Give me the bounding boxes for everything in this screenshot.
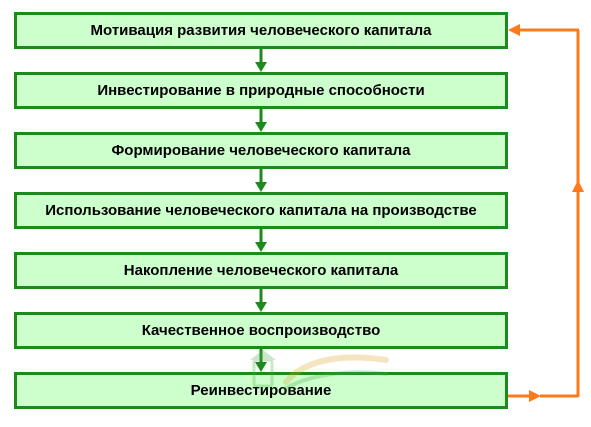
step-reinvestment: Реинвестирование (14, 372, 508, 409)
step-motivation: Мотивация развития человеческого капитал… (14, 12, 508, 49)
step-accumulation: Накопление человеческого капитала (14, 252, 508, 289)
step-formation: Формирование человеческого капитала (14, 132, 508, 169)
feedback-loop-arrow (508, 24, 584, 402)
step-investment: Инвестирование в природные способности (14, 72, 508, 109)
step-label: Формирование человеческого капитала (111, 142, 411, 159)
step-label: Качественное воспроизводство (141, 322, 381, 339)
step-label: Мотивация развития человеческого капитал… (90, 22, 432, 39)
step-label: Использование человеческого капитала на … (45, 202, 477, 219)
step-label: Инвестирование в природные способности (97, 82, 425, 99)
down-arrows (255, 49, 267, 372)
step-label: Накопление человеческого капитала (123, 262, 399, 279)
step-usage: Использование человеческого капитала на … (14, 192, 508, 229)
step-label: Реинвестирование (190, 382, 332, 399)
step-reproduction: Качественное воспроизводство (14, 312, 508, 349)
